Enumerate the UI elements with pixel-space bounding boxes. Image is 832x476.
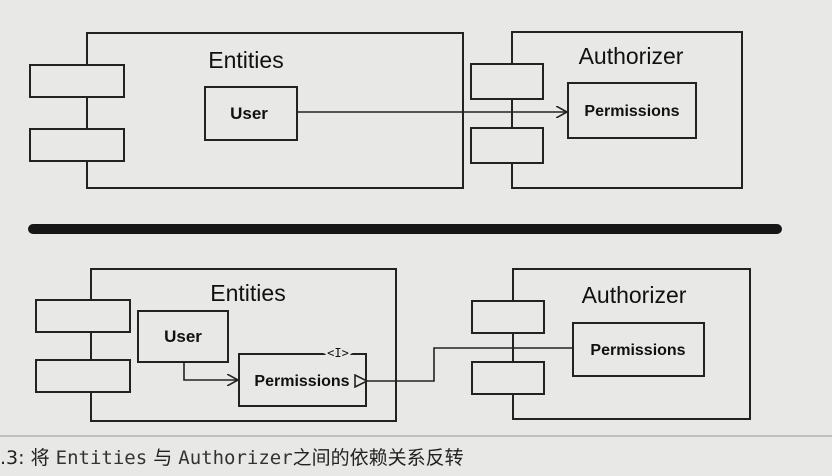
bottom-authorizer-component <box>512 268 751 420</box>
bottom-permissions-impl-box <box>572 322 705 377</box>
top-permissions-label: Permissions <box>584 103 679 120</box>
top-entities-port-2 <box>29 128 125 162</box>
top-entities-title: Entities <box>208 47 283 73</box>
top-entities-port-1 <box>29 64 125 98</box>
top-authorizer-port-1 <box>470 63 544 100</box>
bottom-diagram: Entities User <I> Permissions Authorizer… <box>35 268 751 422</box>
bottom-entities-title: Entities <box>210 280 285 306</box>
bottom-impl-permissions-label: Permissions <box>590 342 685 359</box>
bottom-entities-component <box>90 268 397 422</box>
caption-text-1: 将 <box>30 447 50 469</box>
figure-number: .3: <box>0 447 25 469</box>
bottom-entities-port-2 <box>35 359 131 393</box>
bottom-interface-permissions-label: Permissions <box>254 373 349 390</box>
caption-text-3: 之间的依赖关系反转 <box>292 447 464 469</box>
top-diagram: Entities User Authorizer Permissions <box>29 31 743 189</box>
figure-caption: .3: 将 Entities 与 Authorizer之间的依赖关系反转 <box>0 440 832 476</box>
top-permissions-box <box>567 82 697 139</box>
bottom-user-label: User <box>164 327 202 346</box>
top-entities-component <box>86 32 464 189</box>
bottom-entities-port-1 <box>35 299 131 333</box>
caption-code-authorizer: Authorizer <box>178 447 293 469</box>
bottom-permissions-interface-box <box>238 353 367 407</box>
bottom-authorizer-port-2 <box>471 361 545 395</box>
bottom-user-dependency-arrow <box>183 362 238 380</box>
bottom-realization-arrow <box>367 347 572 381</box>
top-user-label: User <box>230 104 268 123</box>
top-authorizer-component <box>511 31 743 189</box>
interface-stereotype: <I> <box>327 346 349 360</box>
caption-code-entities: Entities <box>55 447 148 469</box>
caption-text-2: 与 <box>153 447 173 469</box>
separator-bar <box>28 224 782 234</box>
top-authorizer-port-2 <box>470 127 544 164</box>
top-user-box <box>204 86 298 141</box>
bottom-authorizer-title: Authorizer <box>582 282 687 308</box>
bottom-user-box <box>137 310 229 363</box>
bottom-authorizer-port-1 <box>471 300 545 334</box>
top-authorizer-title: Authorizer <box>579 43 684 69</box>
